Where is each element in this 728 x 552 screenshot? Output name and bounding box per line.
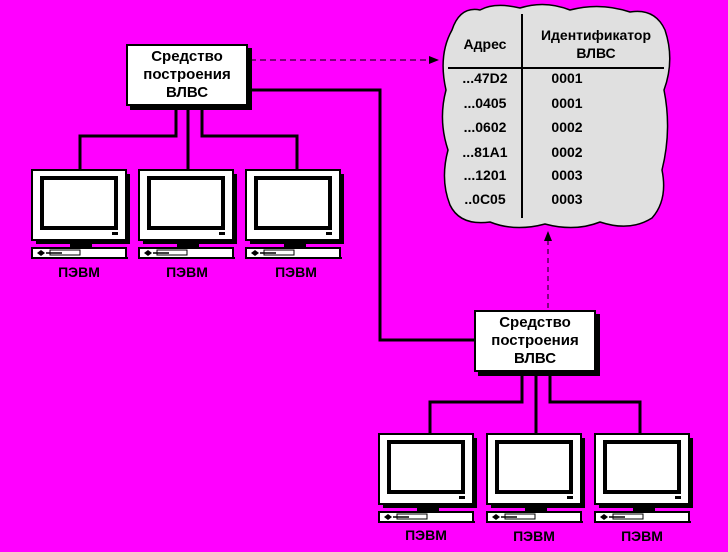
bottom-builder-line2: построения <box>491 332 579 349</box>
table-row-3-id: 0002 <box>551 119 583 135</box>
bottom-pc-3-computer-icon <box>593 432 695 525</box>
table-header-id-line1: Идентификатор <box>540 27 652 43</box>
table-row-2-address: ...0405 <box>463 95 507 111</box>
builders-link-wire <box>247 88 474 342</box>
bottom-pc-3-label: ПЭВМ <box>621 528 663 544</box>
top-network-wires <box>78 105 299 170</box>
table-row-5-id: 0003 <box>551 167 583 183</box>
top-builder-line3: ВЛВС <box>165 84 209 101</box>
table-row-3-address: ...0602 <box>463 119 507 135</box>
top-pc-1-label: ПЭВМ <box>58 264 100 280</box>
bottom-pc-1-computer-icon <box>377 432 479 525</box>
table-row-4-address: ...81A1 <box>462 144 508 160</box>
top-pc-2-computer-icon <box>137 168 239 261</box>
bottom-vlan-builder: Средство построения ВЛВС <box>474 310 596 372</box>
bottom-pc-2-computer-icon <box>485 432 587 525</box>
table-row-1-id: 0001 <box>551 70 583 86</box>
bottom-pc-2-label: ПЭВМ <box>513 528 555 544</box>
top-pc-1-computer-icon <box>30 168 132 261</box>
bottom-builder-line3: ВЛВС <box>513 350 557 367</box>
table-header-address: Адрес <box>463 36 507 52</box>
table-row-6-id: 0003 <box>551 191 583 207</box>
bottom-builder-line1: Средство <box>499 314 571 331</box>
table-row-6-address: ..0C05 <box>464 191 506 207</box>
top-pc-3-computer-icon <box>244 168 346 261</box>
table-cloud-shape <box>441 3 671 229</box>
table-row-1-address: ...47D2 <box>462 70 508 86</box>
table-header-id-line2: ВЛВС <box>576 45 616 61</box>
top-vlan-builder: Средство построения ВЛВС <box>126 44 248 106</box>
top-pc-3-label: ПЭВМ <box>275 264 317 280</box>
top-pc-2-label: ПЭВМ <box>166 264 208 280</box>
table-row-2-id: 0001 <box>551 95 583 111</box>
table-row-4-id: 0002 <box>551 144 583 160</box>
bottom-pc-1-label: ПЭВМ <box>405 527 447 543</box>
bottom-network-wires <box>428 372 642 434</box>
table-row-5-address: ...1201 <box>463 167 507 183</box>
top-builder-line1: Средство <box>151 48 223 65</box>
top-builder-line2: построения <box>143 66 231 83</box>
